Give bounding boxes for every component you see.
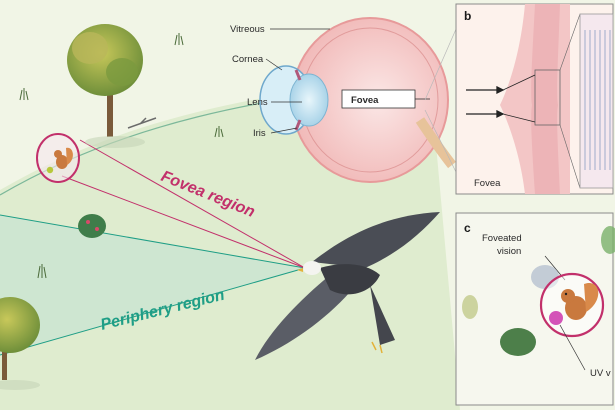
panel-c-letter: c [464, 221, 471, 235]
foveated-label-line1: Foveated [482, 233, 522, 244]
twig [127, 117, 157, 129]
blurred-plant [462, 295, 478, 319]
lens [289, 73, 329, 127]
cornea-label: Cornea [232, 54, 264, 65]
eagle-icon [255, 212, 440, 360]
iris-label: Iris [253, 128, 266, 139]
panel-b-letter: b [464, 9, 471, 23]
panel-c: c Foveated vision UV v [455, 212, 615, 406]
squirrel-icon [561, 282, 599, 320]
periphery-line-bottom [0, 267, 306, 356]
photoreceptor-inset [579, 13, 614, 189]
panel-b-fovea-label: Fovea [474, 178, 501, 189]
foveated-label-line2: vision [497, 246, 521, 257]
iris-leader [270, 127, 298, 134]
lens-label: Lens [247, 97, 268, 108]
uv-label: UV v [590, 368, 611, 379]
grass-tufts [19, 33, 224, 279]
uv-berry [549, 311, 563, 325]
fovea-line-bottom [61, 175, 306, 269]
cornea-leader [265, 58, 283, 71]
zoom-connector-top [424, 19, 461, 101]
photoreceptors [584, 30, 611, 170]
periphery-line-top [0, 214, 306, 269]
bush-icon [500, 328, 536, 356]
tree-icon [0, 297, 40, 390]
vitreous-label: Vitreous [230, 24, 265, 35]
zoom-connector-bottom [424, 109, 461, 181]
tree-icon [67, 24, 145, 148]
periphery-cone [0, 215, 305, 355]
panel-b: b Fovea [455, 3, 614, 195]
uv-leader [559, 324, 586, 371]
light-arrows [466, 74, 536, 123]
fovea-line-top [79, 139, 306, 269]
fovea-label: Fovea [351, 95, 379, 106]
squirrel-icon [46, 147, 73, 174]
optic-nerve [415, 117, 456, 169]
zoom-box [534, 69, 561, 126]
bush-icon [78, 214, 106, 238]
